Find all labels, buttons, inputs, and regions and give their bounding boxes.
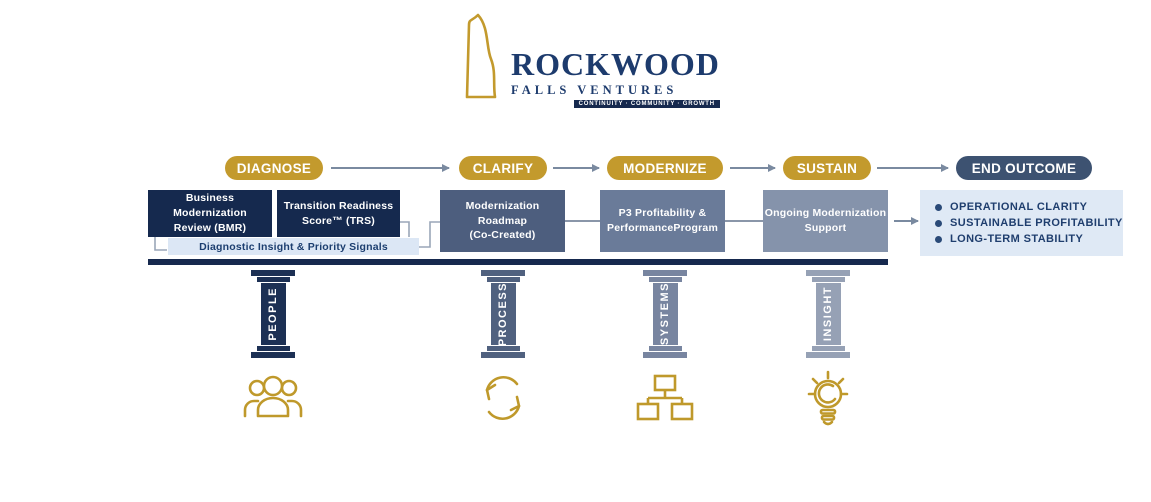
outcome-item-label: LONG-TERM STABILITY [950, 233, 1084, 245]
connector-roadmap-p3 [565, 220, 600, 222]
pillar-label: PEOPLE [267, 287, 279, 341]
stage-pill-clarify: CLARIFY [459, 156, 547, 180]
outcome-item: OPERATIONAL CLARITY [935, 201, 1123, 213]
box-trs: Transition Readiness Score™ (TRS) [277, 190, 400, 237]
org-chart-icon [636, 374, 694, 421]
pillar-cap [481, 270, 525, 276]
pillar-base [481, 352, 525, 358]
pillar-insight: INSIGHT [806, 270, 850, 358]
bullet-dot-icon [935, 219, 942, 227]
box-roadmap: Modernization Roadmap (Co-Created) [440, 190, 565, 252]
pillar-shaft: PEOPLE [260, 283, 286, 345]
pillar-base [486, 346, 520, 351]
flow-arrow-modernize-sustain [730, 164, 776, 171]
delaware-outline-icon [465, 13, 497, 99]
outcome-box: OPERATIONAL CLARITY SUSTAINABLE PROFITAB… [920, 190, 1123, 256]
outcome-item: SUSTAINABLE PROFITABILITY [935, 217, 1123, 229]
flow-arrow-sustain-outcome [877, 164, 949, 171]
stage-pill-diagnose: DIAGNOSE [225, 156, 323, 180]
people-group-icon [243, 375, 303, 418]
elbow-connectors [154, 221, 440, 251]
bullet-dot-icon [935, 235, 942, 243]
pillar-label: INSIGHT [822, 286, 834, 342]
pillar-shaft: INSIGHT [815, 283, 841, 345]
outcome-list: OPERATIONAL CLARITY SUSTAINABLE PROFITAB… [920, 201, 1123, 245]
stage-pill-modernize: MODERNIZE [607, 156, 723, 180]
outcome-item: LONG-TERM STABILITY [935, 233, 1123, 245]
arrow-ongoing-outcomes [894, 217, 919, 224]
bullet-dot-icon [935, 203, 942, 211]
lightbulb-icon [807, 370, 849, 426]
cycle-arrows-icon [485, 375, 521, 421]
box-p3-program: P3 Profitability & PerformanceProgram [600, 190, 725, 252]
pillar-cap [256, 277, 290, 282]
pillar-base [256, 346, 290, 351]
pillar-base [643, 352, 687, 358]
brand-title: ROCKWOOD [511, 46, 720, 82]
pillar-cap [811, 277, 845, 282]
pillar-base [648, 346, 682, 351]
outcome-item-label: SUSTAINABLE PROFITABILITY [950, 217, 1123, 229]
pillar-cap [643, 270, 687, 276]
pillar-label: PROCESS [497, 281, 509, 347]
flow-arrow-clarify-modernize [553, 164, 600, 171]
pillar-systems: SYSTEMS [643, 270, 687, 358]
outcome-item-label: OPERATIONAL CLARITY [950, 201, 1088, 213]
box-bmr: Business Modernization Review (BMR) [148, 190, 272, 237]
pillar-cap [251, 270, 295, 276]
brand-wordmark: ROCKWOOD FALLS VENTURES CONTINUITY · COM… [511, 12, 720, 108]
connector-p3-ongoing [725, 220, 763, 222]
box-ongoing-support: Ongoing Modernization Support [763, 190, 888, 252]
stage-pill-end-outcome: END OUTCOME [956, 156, 1092, 180]
pillar-cap [486, 277, 520, 282]
pillar-cap [806, 270, 850, 276]
pillar-shaft: SYSTEMS [652, 282, 678, 346]
pillar-cap [648, 277, 682, 282]
brand-tagline: CONTINUITY · COMMUNITY · GROWTH [573, 100, 720, 108]
brand-logo: ROCKWOOD FALLS VENTURES CONTINUITY · COM… [462, 12, 720, 108]
pillar-base [251, 352, 295, 358]
pillar-process: PROCESS [481, 270, 525, 358]
flow-arrow-diagnose-clarify [331, 164, 450, 171]
pillar-shaft: PROCESS [490, 281, 516, 347]
pillar-people: PEOPLE [251, 270, 295, 358]
foundation-bar [148, 259, 888, 265]
pillar-base [811, 346, 845, 351]
brand-subtitle: FALLS VENTURES [511, 83, 678, 97]
pillar-base [806, 352, 850, 358]
diagnostic-signals-bar: Diagnostic Insight & Priority Signals [168, 238, 419, 255]
pillar-label: SYSTEMS [659, 282, 671, 346]
stage-pill-sustain: SUSTAIN [783, 156, 871, 180]
